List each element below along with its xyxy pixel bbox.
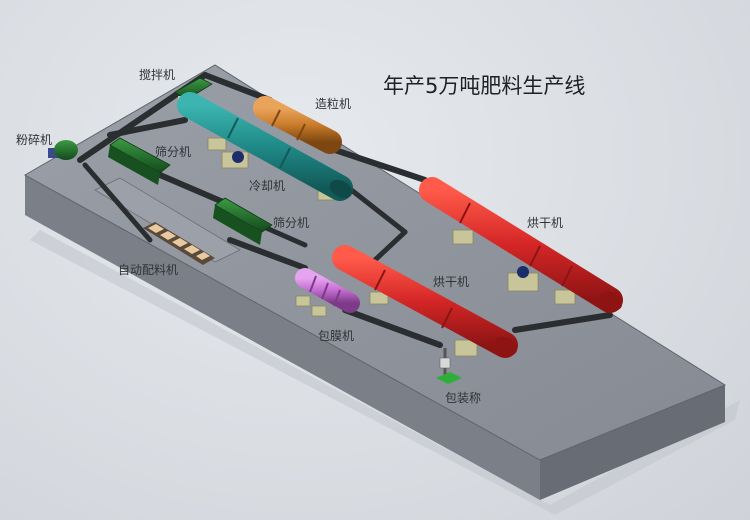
coating-machine [295, 268, 360, 313]
crusher [48, 140, 78, 160]
label-packing: 包装称 [445, 391, 482, 405]
label-crusher: 粉碎机 [16, 133, 53, 147]
label-dryer-2: 烘干机 [433, 275, 470, 289]
label-screener-2: 筛分机 [273, 216, 310, 230]
label-dryer-1: 烘干机 [527, 216, 564, 230]
label-batching: 自动配料机 [118, 263, 179, 277]
batching-hoppers [143, 222, 215, 265]
dryer-1 [419, 177, 623, 313]
label-screener-1: 筛分机 [155, 145, 192, 159]
page-title: 年产5万吨肥料生产线 [383, 74, 586, 98]
packing-scale [436, 348, 462, 384]
cooler [177, 92, 353, 201]
label-coating: 包膜机 [318, 329, 355, 343]
platform-front-side [540, 385, 725, 500]
platform-left-side [25, 175, 540, 500]
label-cooler: 冷却机 [249, 179, 286, 193]
label-mixer: 搅拌机 [139, 68, 176, 82]
label-granulator: 造粒机 [315, 97, 352, 111]
screener-2 [213, 197, 273, 245]
screener-1 [108, 137, 171, 185]
granulator [253, 96, 342, 154]
dryer-2 [332, 245, 518, 358]
